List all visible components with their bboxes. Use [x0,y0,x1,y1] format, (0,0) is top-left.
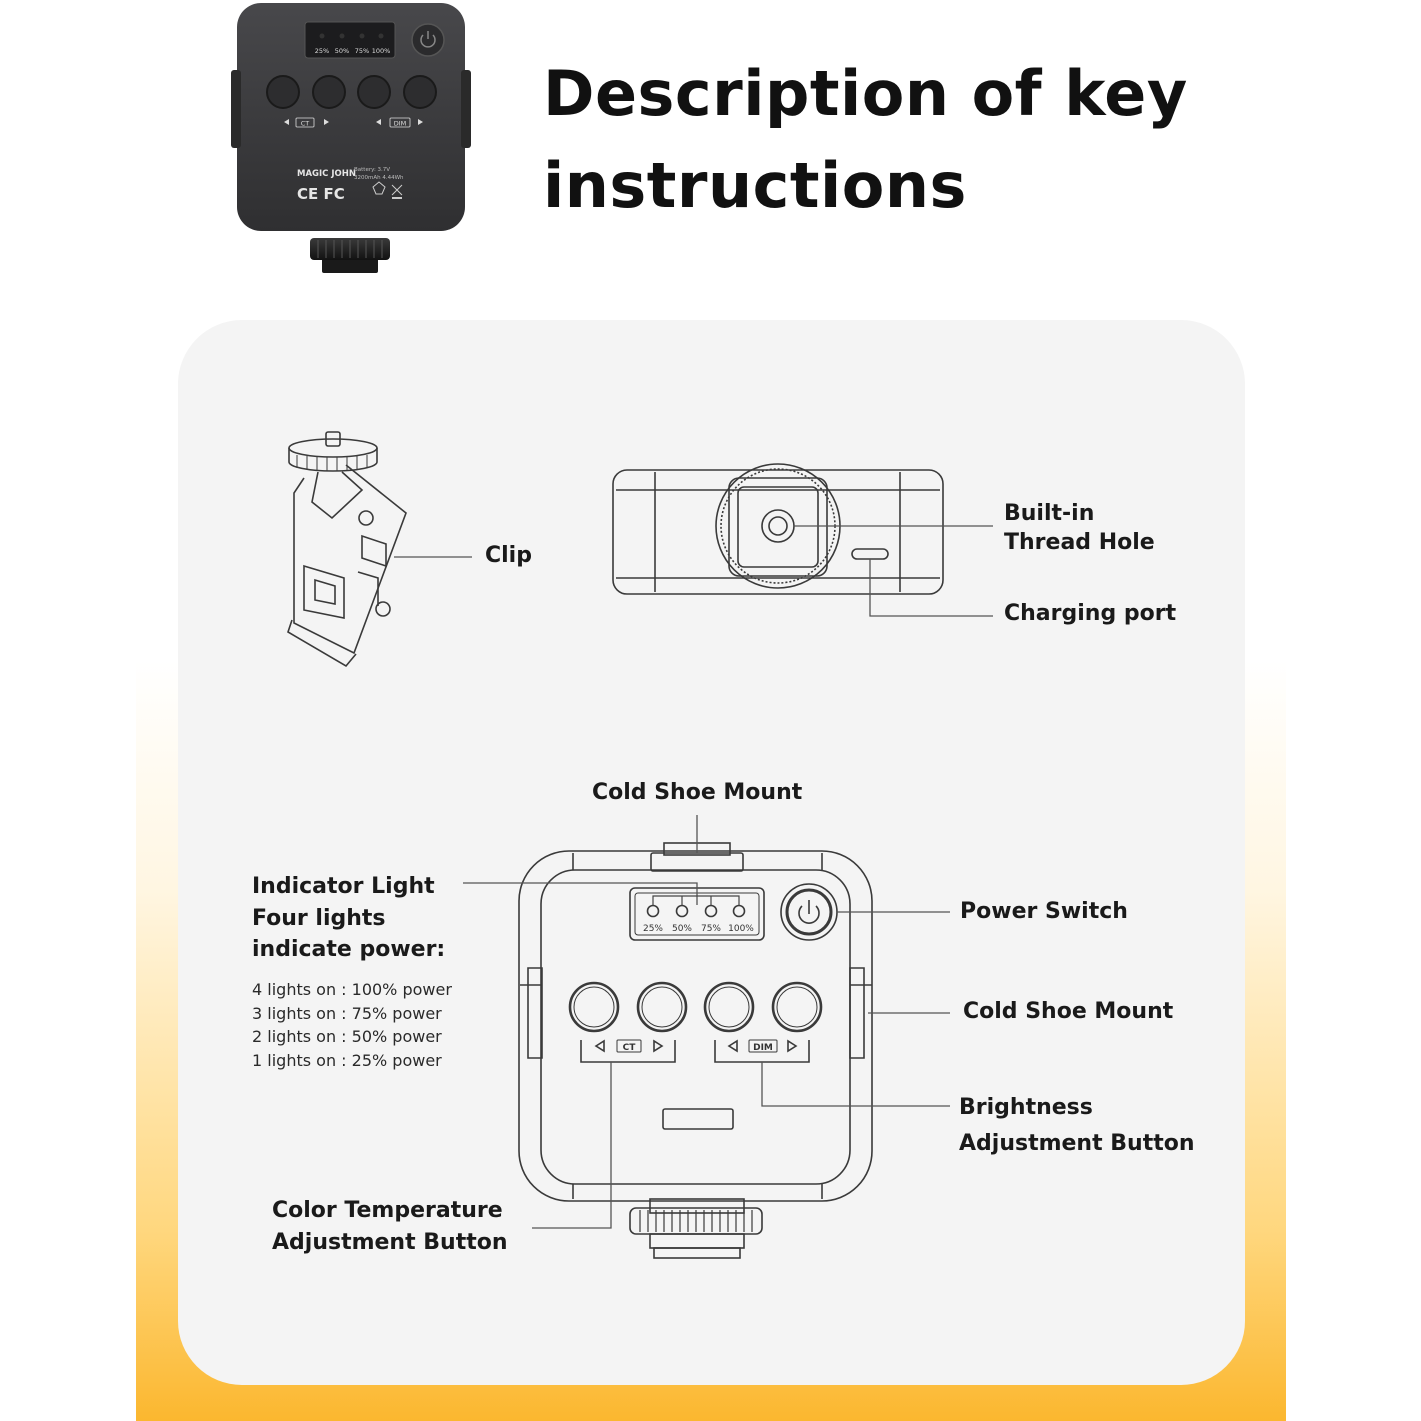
top-view-drawing [612,463,944,595]
power-levels-list: 4 lights on : 100% power 3 lights on : 7… [252,978,452,1073]
photo-brand: MAGIC JOHN [297,169,356,179]
dim-key-label: DIM [753,1043,773,1053]
label-thread-hole: Built-in Thread Hole [1004,501,1155,555]
label-cold-shoe-side: Cold Shoe Mount [963,999,1174,1024]
svg-text:CT: CT [301,120,310,128]
title-line-1: Description of key [543,57,1188,130]
product-photo: 25% 50% 75% 100% CT DIM MAGIC JOHN Batte… [231,3,471,273]
svg-text:Battery: 3.7V: Battery: 3.7V [354,167,390,173]
clip-drawing [287,431,407,668]
led-scale-50: 50% [672,924,692,934]
led-scale-25: 25% [643,924,663,934]
label-brightness-button: Brightness Adjustment Button [959,1095,1195,1156]
ct-key-label: CT [623,1043,637,1053]
power-level-2: 2 lights on : 50% power [252,1027,442,1047]
power-level-3: 3 lights on : 75% power [252,1003,442,1023]
svg-text:CE FC: CE FC [297,185,345,203]
photo-led-scale-50: 50% [335,47,349,55]
label-clip: Clip [485,543,532,568]
photo-led-scale-25: 25% [315,47,329,55]
svg-text:3200mAh 4.44Wh: 3200mAh 4.44Wh [354,175,404,181]
photo-led-scale-100: 100% [372,47,391,55]
label-power-switch: Power Switch [960,899,1128,924]
label-color-temperature-button: Color Temperature Adjustment Button [272,1198,508,1255]
power-level-1: 1 lights on : 25% power [252,1051,442,1071]
power-level-4: 4 lights on : 100% power [252,980,452,999]
front-view-drawing [518,842,873,1259]
led-scale-75: 75% [701,924,721,934]
photo-led-scale-75: 75% [355,47,369,55]
label-indicator-light: Indicator Light Four lights indicate pow… [252,874,446,962]
label-cold-shoe-top: Cold Shoe Mount [592,780,803,805]
led-scale-100: 100% [728,924,754,934]
photo-power-button [411,23,445,57]
page-title: Description of key instructions [543,48,1188,232]
label-charging-port: Charging port [1004,601,1177,626]
title-line-2: instructions [543,149,967,222]
svg-text:DIM: DIM [394,120,407,128]
